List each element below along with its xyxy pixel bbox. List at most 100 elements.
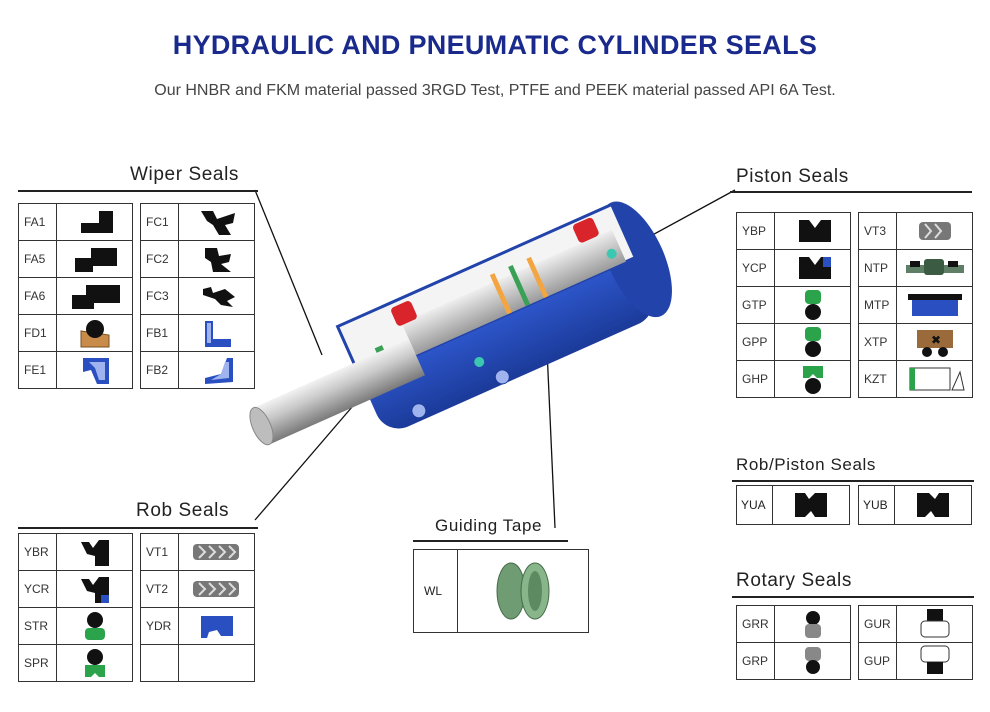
seal-code: GHP	[736, 360, 775, 398]
table-row: SPR	[18, 644, 133, 682]
table-row: FA1	[18, 203, 133, 241]
seal-code: FC2	[140, 240, 179, 278]
rodpiston-yua-icon	[773, 486, 849, 524]
table-row: FB2	[140, 351, 255, 389]
rod-piston-seals-rule	[732, 480, 974, 482]
seal-code: VT1	[140, 533, 179, 571]
table-row: VT1	[140, 533, 255, 571]
piston-seals-left-table: YBP YCP GTP GPP GHP	[736, 212, 851, 398]
seal-code: YBR	[18, 533, 57, 571]
table-row: NTP	[858, 249, 973, 287]
table-row	[140, 644, 255, 682]
rod-spr-icon	[56, 644, 133, 682]
seal-code: FC1	[140, 203, 179, 241]
seal-code: GTP	[736, 286, 775, 324]
table-row: FB1	[140, 314, 255, 352]
piston-vt3-icon	[896, 212, 973, 250]
seal-code: FA6	[18, 277, 57, 315]
seal-code: FB1	[140, 314, 179, 352]
wiper-seals-rule	[18, 190, 258, 192]
table-row: FE1	[18, 351, 133, 389]
table-row: FC2	[140, 240, 255, 278]
table-row: FA5	[18, 240, 133, 278]
table-row: FD1	[18, 314, 133, 352]
guiding-tape-title: Guiding Tape	[435, 516, 543, 535]
seal-code: KZT	[858, 360, 897, 398]
svg-text:✖: ✖	[931, 333, 941, 347]
piston-xtp-icon: ✖	[896, 323, 973, 361]
table-row: MTP	[858, 286, 973, 324]
piston-seals-right-table: VT3 NTP MTP XTP ✖ KZT	[858, 212, 973, 398]
rod-piston-seals-title: Rob/Piston Seals	[736, 455, 877, 474]
table-row: FC3	[140, 277, 255, 315]
rotary-seals-title: Rotary Seals	[736, 570, 852, 591]
seal-code: YDR	[140, 607, 179, 645]
guiding-tape-box: WL	[413, 549, 589, 633]
seal-code: GUR	[858, 605, 897, 643]
piston-ybp-icon	[774, 212, 851, 250]
table-row: GPP	[736, 323, 851, 361]
rod-vt1-icon	[178, 533, 255, 571]
wiper-fd1-icon	[56, 314, 133, 352]
seal-code	[140, 644, 179, 682]
piston-seals-rule	[730, 191, 972, 193]
seal-code: FC3	[140, 277, 179, 315]
wiper-seals-left-table: FA1 FA5 FA6 FD1 FE1	[18, 203, 133, 389]
seal-code: GPP	[736, 323, 775, 361]
page-title: HYDRAULIC AND PNEUMATIC CYLINDER SEALS	[172, 30, 818, 60]
seal-code: GRR	[736, 605, 775, 643]
seal-code: FA5	[18, 240, 57, 278]
piston-ntp-icon	[896, 249, 973, 287]
piston-mtp-icon	[896, 286, 973, 324]
seal-code: MTP	[858, 286, 897, 324]
empty-cell	[178, 644, 255, 682]
piston-kzt-icon	[896, 360, 973, 398]
rotary-grp-icon	[774, 642, 851, 680]
piston-gpp-icon	[774, 323, 851, 361]
wiper-fc3-icon	[178, 277, 255, 315]
rod-seals-title: Rob Seals	[136, 500, 230, 521]
rodpiston-yub-icon	[895, 486, 971, 524]
table-row: YBR	[18, 533, 133, 571]
rotary-gur-icon	[896, 605, 973, 643]
seal-code: VT3	[858, 212, 897, 250]
table-row: GTP	[736, 286, 851, 324]
table-row: VT2	[140, 570, 255, 608]
rod-ycr-icon	[56, 570, 133, 608]
wiper-fb2-icon	[178, 351, 255, 389]
piston-gtp-icon	[774, 286, 851, 324]
table-row: GHP	[736, 360, 851, 398]
cylinder-illustration	[249, 201, 672, 446]
table-row: GRP	[736, 642, 851, 680]
table-row: GRR	[736, 605, 851, 643]
table-row: FA6	[18, 277, 133, 315]
rod-piston-yub-box: YUB	[858, 485, 972, 525]
seal-code: YUA	[737, 486, 773, 524]
table-row: YDR	[140, 607, 255, 645]
rod-str-icon	[56, 607, 133, 645]
seal-code: XTP	[858, 323, 897, 361]
wiper-fa6-icon	[56, 277, 133, 315]
piston-seals-title: Piston Seals	[736, 166, 849, 187]
rod-ybr-icon	[56, 533, 133, 571]
table-row: XTP ✖	[858, 323, 973, 361]
seal-code: FD1	[18, 314, 57, 352]
seal-code: VT2	[140, 570, 179, 608]
piston-ghp-icon	[774, 360, 851, 398]
rotary-gup-icon	[896, 642, 973, 680]
wiper-fc2-icon	[178, 240, 255, 278]
seal-code: YBP	[736, 212, 775, 250]
seal-code: WL	[414, 550, 458, 632]
rod-seals-left-table: YBR YCR STR SPR	[18, 533, 133, 682]
seal-code: STR	[18, 607, 57, 645]
wiper-fb1-icon	[178, 314, 255, 352]
rotary-grr-icon	[774, 605, 851, 643]
seal-code: FB2	[140, 351, 179, 389]
table-row: YBP	[736, 212, 851, 250]
wiper-fe1-icon	[56, 351, 133, 389]
wiper-fa1-icon	[56, 203, 133, 241]
table-row: FC1	[140, 203, 255, 241]
rod-ydr-icon	[178, 607, 255, 645]
table-row: GUP	[858, 642, 973, 680]
page-subtitle: Our HNBR and FKM material passed 3RGD Te…	[154, 82, 836, 99]
